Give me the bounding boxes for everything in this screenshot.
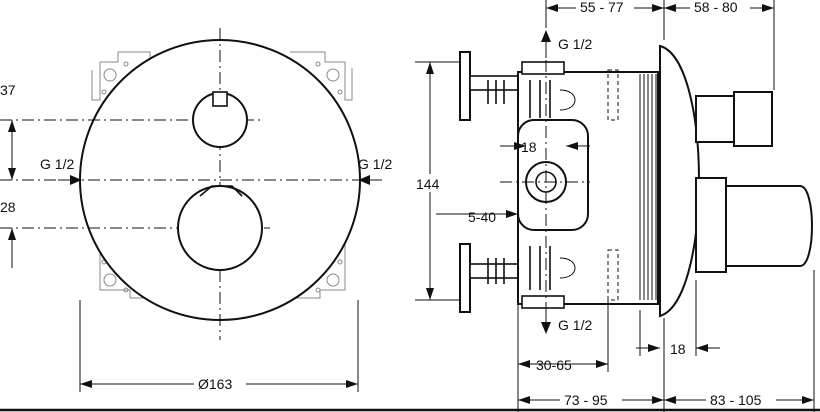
dimension-58-80-label: 58 - 80	[694, 0, 738, 15]
dimension-5-40-label: 5-40	[468, 209, 496, 225]
large-knob-profile	[695, 177, 813, 273]
inlet-right-label: G 1/2	[358, 156, 392, 172]
dimension-55-77-label: 55 - 77	[580, 0, 624, 15]
thermostat-knob	[177, 185, 263, 271]
cover-plate-profile	[659, 44, 700, 318]
dimension-37-label: 37	[0, 82, 16, 98]
diameter-label: Ø163	[198, 376, 232, 392]
threaded-sleeve	[607, 69, 657, 301]
front-view: 37 28 G 1/2 G 1/2 Ø163	[0, 28, 392, 392]
mounting-bracket	[91, 51, 353, 299]
dimension-83-105-label: 83 - 105	[710, 392, 762, 408]
inlet-left-label: G 1/2	[40, 156, 74, 172]
dimension-28-label: 28	[0, 199, 16, 215]
dimension-73-95-label: 73 - 95	[564, 392, 608, 408]
height-144-label: 144	[416, 176, 440, 192]
small-knob-profile	[695, 95, 737, 143]
outlet-bottom-label: G 1/2	[558, 317, 592, 333]
dimension-18-inner-label: 18	[521, 139, 537, 155]
dimension-30-65-label: 30-65	[536, 357, 572, 373]
outlet-top-label: G 1/2	[558, 36, 592, 52]
dimension-18-plate-label: 18	[670, 341, 686, 357]
